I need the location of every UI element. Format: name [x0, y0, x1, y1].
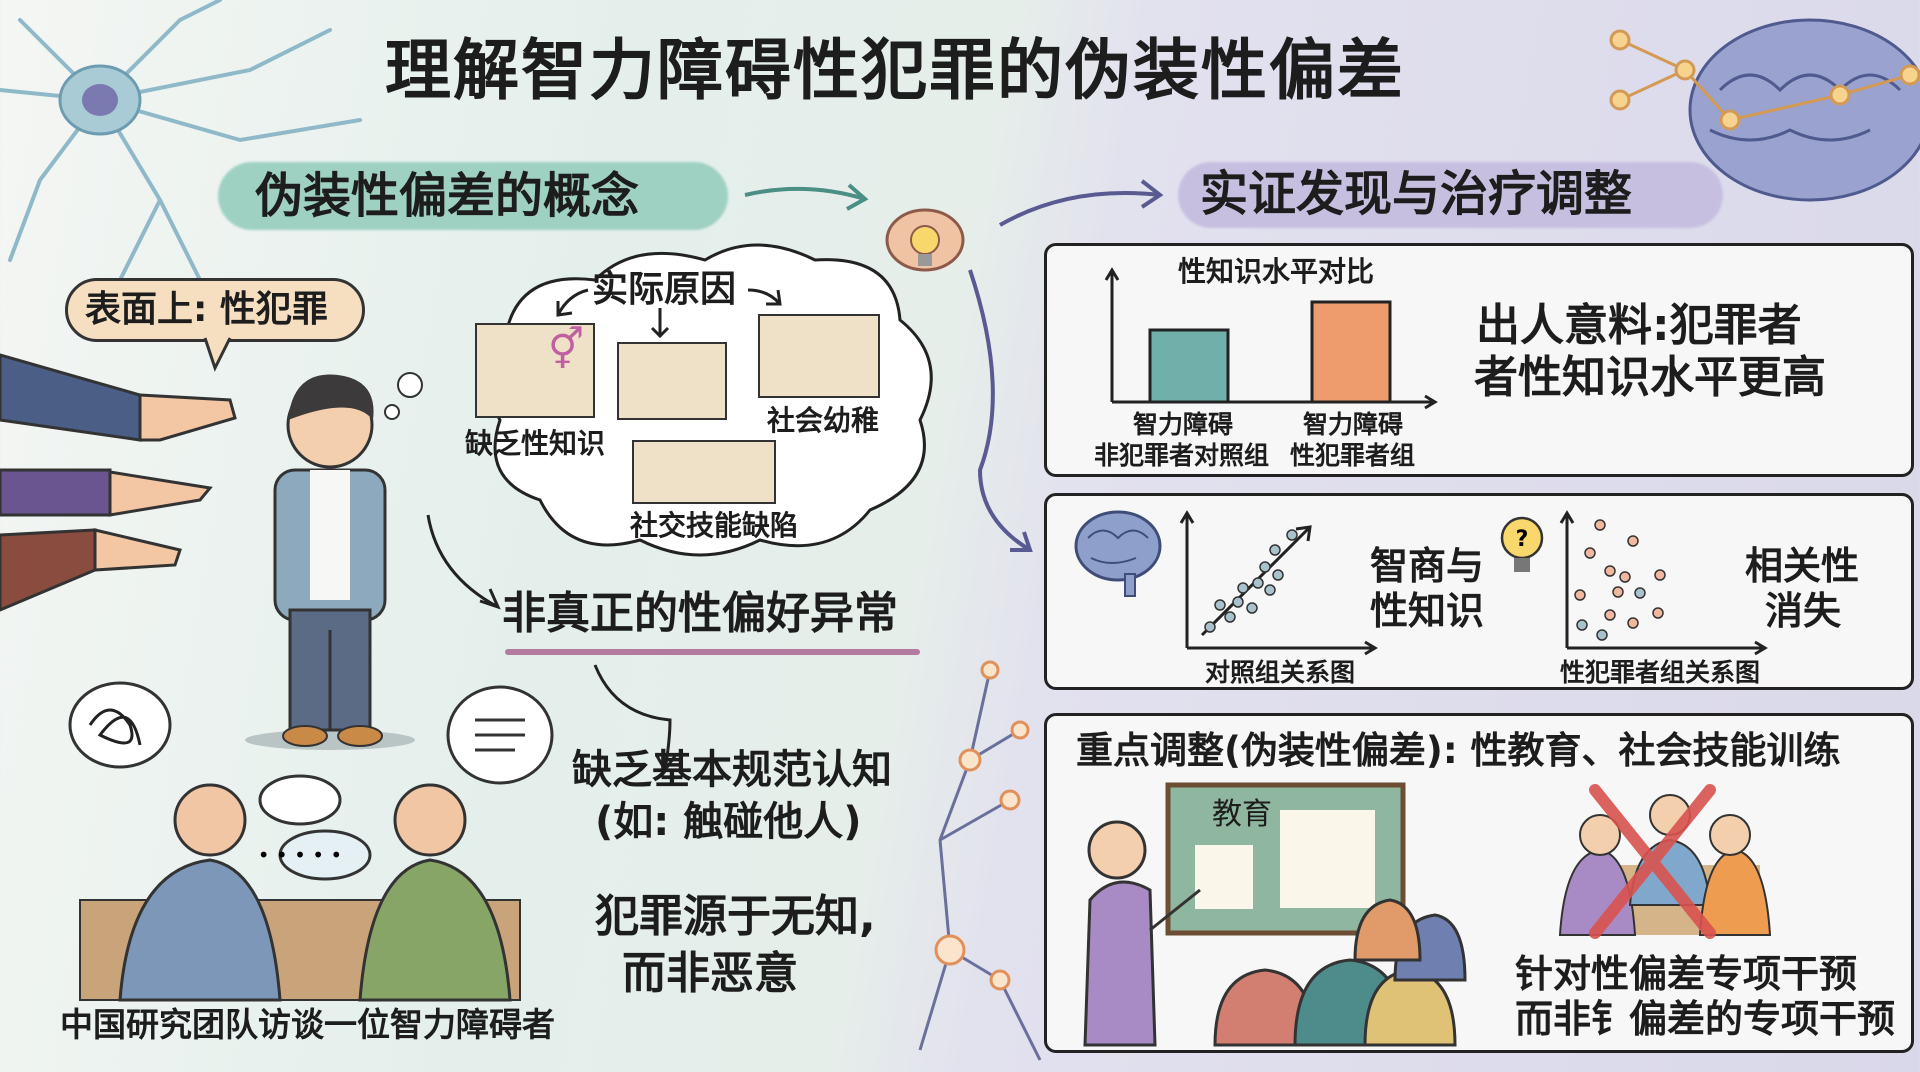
- arrow-down-right: [426, 514, 501, 610]
- panel-social-skills: [632, 440, 776, 504]
- network-decoration: [918, 660, 1042, 1061]
- surface-label: 表面上: 性犯罪: [85, 289, 328, 330]
- treatment-note-line2: 而非钅偏差的专项干预: [1515, 997, 1896, 1041]
- crossed-out-group-illustration: [1558, 784, 1772, 939]
- scatter-offender-text1: 相关性: [1745, 544, 1860, 588]
- bar-offender-group: [1310, 300, 1392, 404]
- bar1-label-line2: 非犯罪者对照组: [1094, 441, 1270, 470]
- cause-line2: 而非恶意: [622, 948, 798, 999]
- svg-text:• • • • •: • • • • •: [258, 843, 342, 867]
- cloud-title: 实际原因: [592, 269, 737, 310]
- detail-line1: 缺乏基本规范认知: [572, 747, 892, 793]
- scatter-control-label: 对照组关系图: [1205, 658, 1356, 687]
- scatter-offender-label: 性犯罪者组关系图: [1560, 658, 1761, 687]
- bar-chart: [1104, 267, 1438, 410]
- scatter-offender: [1559, 510, 1768, 656]
- finding-line1: 出人意料:犯罪者: [1476, 300, 1802, 351]
- surface-speech-bubble: [65, 278, 365, 342]
- left-heading-bg: [218, 162, 728, 230]
- brain-network-illustration: [1609, 18, 1920, 202]
- page-title: 理解智力障碍性犯罪的伪装性偏差: [385, 32, 1405, 109]
- scatter-offender-text2: 消失: [1765, 589, 1842, 633]
- scatter-control: [1179, 510, 1378, 656]
- arrow-right-icon: [999, 179, 1164, 227]
- arrow-right-icon: [744, 183, 869, 211]
- conclusion-text: 非真正的性偏好异常: [502, 588, 898, 639]
- scatter-control-text2: 性知识: [1370, 589, 1485, 633]
- brain-lightbulb-icon: [885, 208, 965, 272]
- svg-text:?: ?: [1516, 527, 1529, 552]
- brain-icon: [1074, 510, 1162, 597]
- right-heading-bg: [1178, 162, 1723, 228]
- bar-chart-title: 性知识水平对比: [1178, 255, 1375, 288]
- curved-arrow-down: [968, 269, 1033, 552]
- treatment-note-line1: 针对性偏差专项干预: [1515, 952, 1858, 996]
- cloud-item-social-skills: 社交技能缺陷: [630, 509, 799, 542]
- board-text: 教育: [1212, 797, 1272, 832]
- detail-line2: (如: 触碰他人): [595, 799, 862, 845]
- finding-panel-correlation: [1044, 493, 1914, 690]
- interview-caption: 中国研究团队访谈一位智力障碍者: [60, 1005, 555, 1044]
- finding-line2: 者性知识水平更高: [1474, 352, 1826, 403]
- bubble-tail: [203, 337, 232, 372]
- thought-dots: [384, 372, 423, 420]
- cause-line1: 犯罪源于无知,: [595, 891, 876, 942]
- treatment-heading: 重点调整(伪装性偏差): 性教育、社会技能训练: [1076, 729, 1841, 772]
- neuron-illustration: [0, 0, 362, 282]
- bar1-label-line1: 智力障碍: [1133, 410, 1234, 439]
- panel-social-naivety: [758, 314, 880, 398]
- bar-control-group: [1148, 328, 1230, 404]
- panel-lack-knowledge: [475, 323, 595, 418]
- classroom-illustration: [1083, 782, 1467, 1047]
- cloud-item-lack-knowledge: 缺乏性知识: [465, 427, 606, 460]
- interview-illustration: • • • • •: [68, 681, 554, 1002]
- gender-symbol-icon: ⚥: [548, 327, 585, 373]
- confused-boy-illustration: [245, 374, 415, 750]
- cloud-item-social-naivety: 社会幼稚: [767, 404, 880, 437]
- panel-social-interaction: [617, 342, 727, 420]
- lightbulb-question-icon: ?: [1500, 516, 1544, 572]
- left-heading: 伪装性偏差的概念: [255, 168, 640, 224]
- conclusion-underline: [505, 649, 920, 655]
- red-cross-icon: [1589, 784, 1716, 939]
- arrow-down: [593, 664, 677, 773]
- right-heading: 实证发现与治疗调整: [1200, 166, 1633, 222]
- pointing-hands-illustration: [0, 353, 237, 612]
- bar2-label-line2: 性犯罪者组: [1290, 441, 1416, 470]
- scatter-control-text1: 智商与: [1370, 544, 1485, 588]
- cloud-arrows: [556, 288, 782, 339]
- bar2-label-line1: 智力障碍: [1303, 410, 1404, 439]
